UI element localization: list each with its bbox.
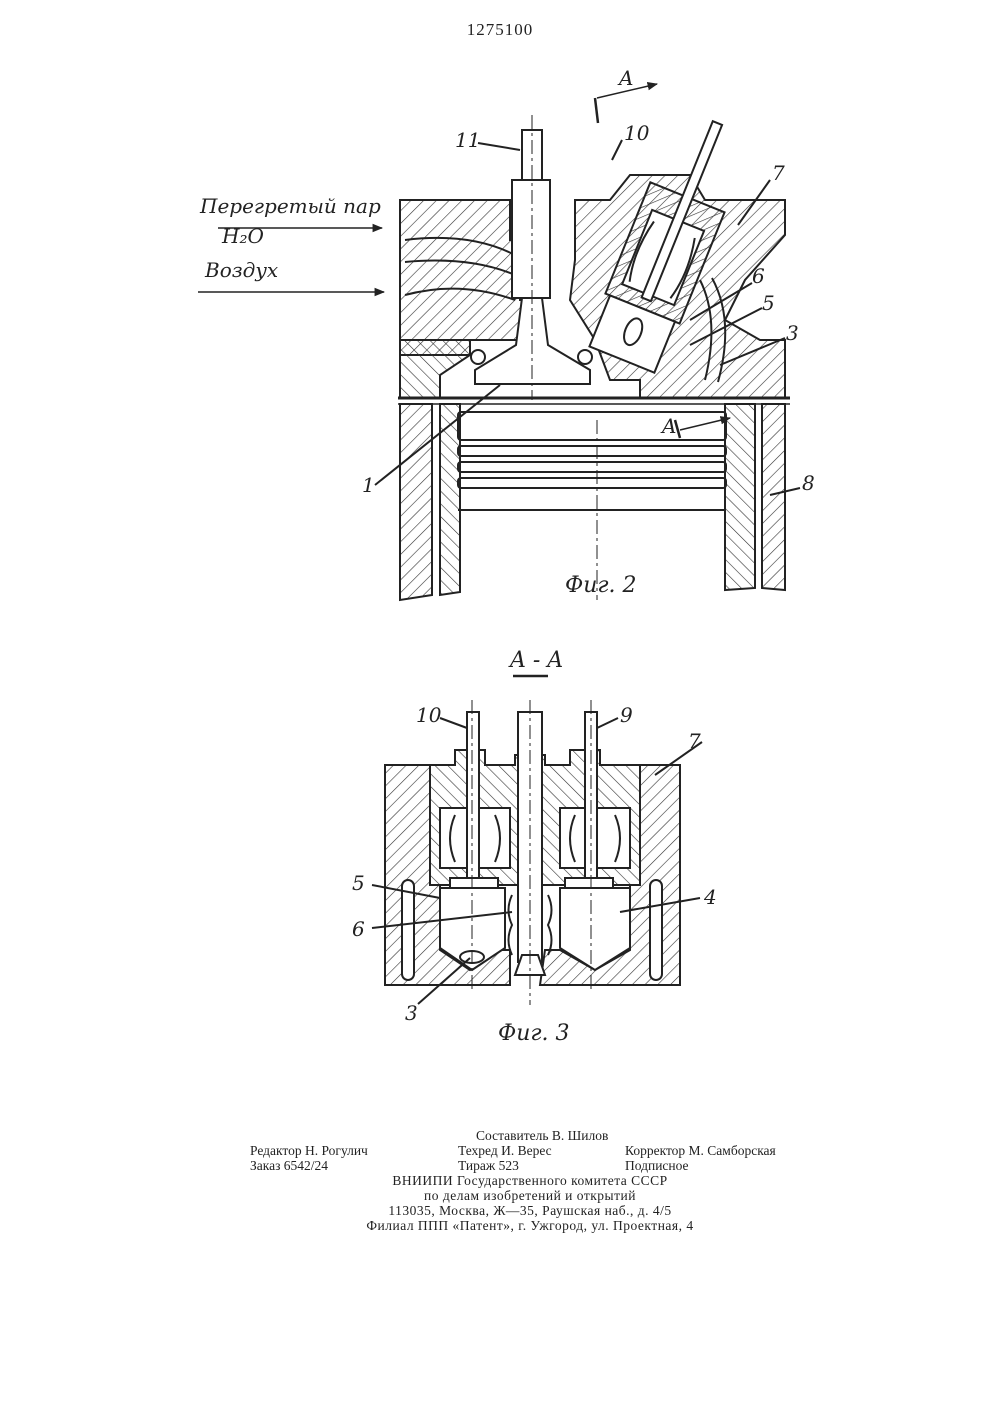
- label-water: H₂O: [221, 224, 264, 248]
- callout-8: 8: [802, 471, 815, 495]
- callout-7: 7: [772, 161, 785, 185]
- callout-3: 3: [786, 321, 799, 345]
- piston-ring-4: [458, 478, 726, 488]
- order: Заказ 6542/24: [250, 1158, 328, 1173]
- label-steam: Перегретый пар: [199, 194, 381, 218]
- branch: Филиал ППП «Патент», г. Ужгород, ул. Про…: [240, 1218, 820, 1233]
- print-run: Тираж 523: [458, 1158, 519, 1173]
- figure-2: [198, 84, 800, 600]
- figure-3-caption: Фиг. 3: [498, 1021, 570, 1046]
- section-mark-top: A: [617, 66, 633, 90]
- org-line-2: по делам изобретений и открытий: [240, 1188, 820, 1203]
- valve-guide: [512, 180, 550, 298]
- callout-6: 6: [352, 917, 365, 941]
- callout-5: 5: [762, 291, 775, 315]
- piston-ring-3: [458, 462, 726, 472]
- callout-5: 5: [352, 871, 365, 895]
- callout-10: 10: [624, 121, 650, 145]
- colophon: Составитель В. Шилов Редактор Н. Рогулич…: [240, 1128, 820, 1233]
- callout-3: 3: [405, 1001, 418, 1025]
- subscription: Подписное: [625, 1158, 689, 1173]
- figure-2-caption: Фиг. 2: [565, 573, 637, 598]
- section-title-a-a: A - A: [508, 648, 563, 673]
- cylinder-wall-left: [400, 404, 432, 600]
- address: 113035, Москва, Ж—35, Раушская наб., д. …: [240, 1203, 820, 1218]
- org-line-1: ВНИИПИ Государственного комитета СССР: [240, 1173, 820, 1188]
- callout-11: 11: [455, 128, 480, 152]
- injector-10: [467, 712, 479, 887]
- callout-9: 9: [620, 703, 633, 727]
- piston-ring-2: [458, 446, 726, 456]
- techred: Техред И. Верес: [458, 1143, 552, 1158]
- callout-4: 4: [703, 885, 717, 909]
- figure-3: [372, 700, 702, 1005]
- corrector: Корректор М. Самборская: [625, 1143, 776, 1158]
- callout-7: 7: [688, 729, 701, 753]
- callout-6: 6: [752, 264, 765, 288]
- compiler: Составитель В. Шилов: [476, 1128, 608, 1143]
- section-mark-bottom: A: [660, 414, 676, 438]
- cylinder-wall-right: [725, 404, 755, 590]
- callout-1: 1: [362, 473, 375, 497]
- callout-10: 10: [416, 703, 442, 727]
- editor: Редактор Н. Рогулич: [250, 1143, 368, 1158]
- piston-ring-1: [458, 412, 726, 440]
- cylinder-wall-right-outer: [762, 404, 785, 590]
- label-air: Воздух: [204, 258, 278, 282]
